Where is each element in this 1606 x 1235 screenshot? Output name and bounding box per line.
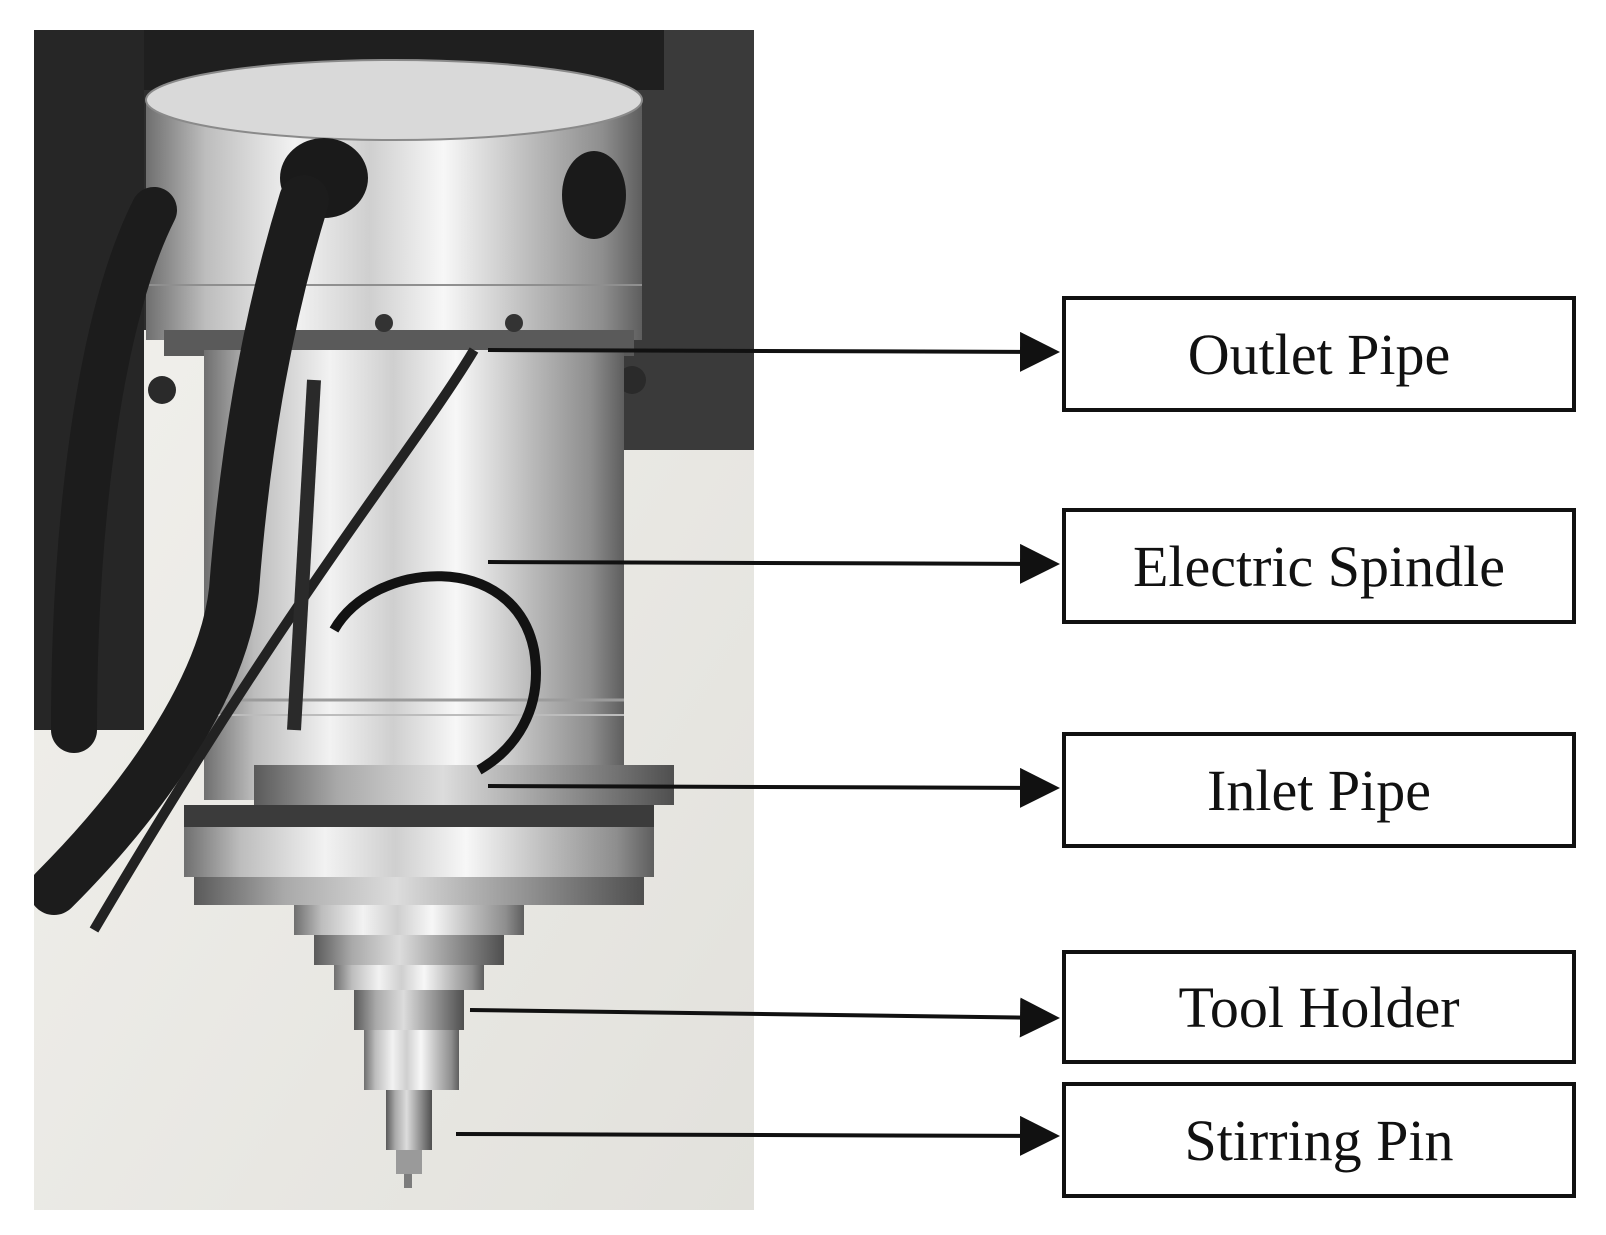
label-text: Outlet Pipe	[1187, 321, 1451, 387]
tool-holder-shape	[354, 990, 464, 1030]
lower-flange	[254, 765, 674, 805]
label-outlet-pipe: Outlet Pipe	[1062, 296, 1576, 412]
label-text: Tool Holder	[1178, 974, 1460, 1040]
label-electric-spindle: Electric Spindle	[1062, 508, 1576, 624]
stepped-collar	[294, 905, 524, 935]
spindle-photo	[34, 30, 754, 1210]
label-text: Inlet Pipe	[1207, 757, 1431, 823]
label-inlet-pipe: Inlet Pipe	[1062, 732, 1576, 848]
label-stirring-pin: Stirring Pin	[1062, 1082, 1576, 1198]
cable	[34, 175, 329, 915]
stirring-pin-shape	[386, 1090, 432, 1150]
label-tool-holder: Tool Holder	[1062, 950, 1576, 1064]
label-text: Electric Spindle	[1132, 533, 1506, 599]
cable	[51, 187, 177, 753]
label-text: Stirring Pin	[1184, 1107, 1454, 1173]
cable	[329, 571, 541, 775]
cable	[89, 347, 479, 933]
housing-hole	[562, 151, 626, 239]
lower-flange	[184, 827, 654, 877]
